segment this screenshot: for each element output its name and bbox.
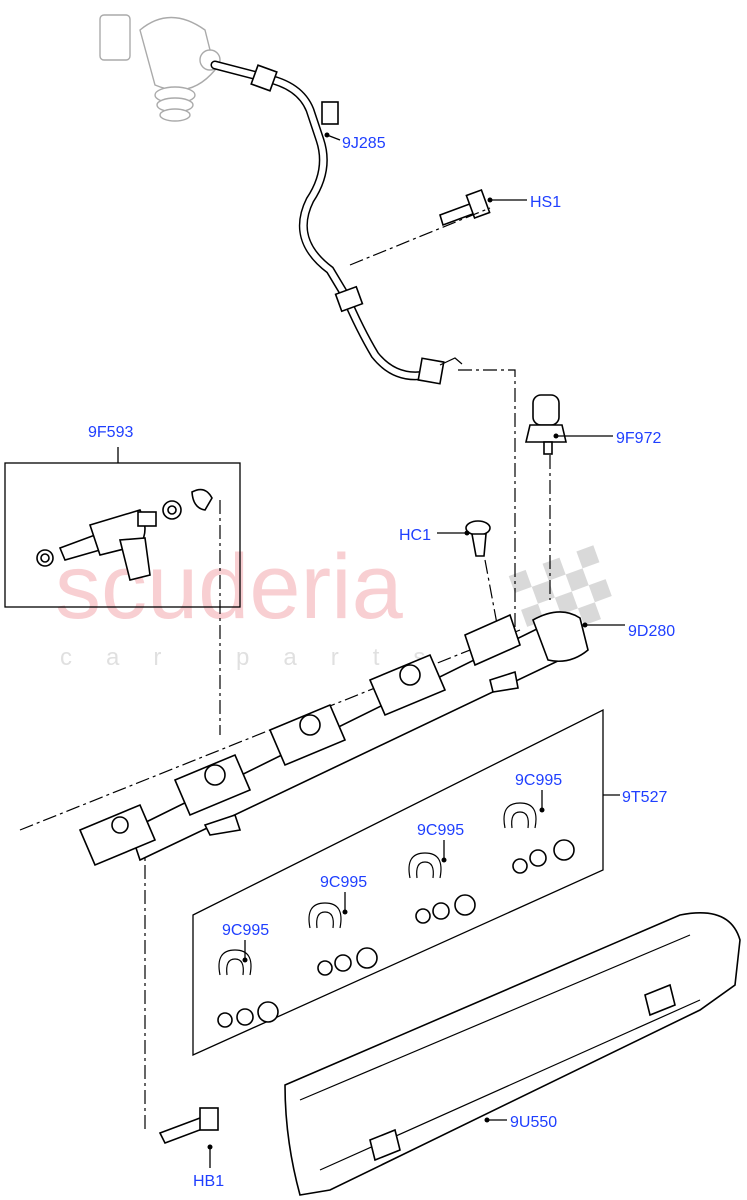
callout-9u550[interactable]: 9U550: [510, 1114, 557, 1131]
clip-hc1: [465, 520, 491, 557]
callout-9t527[interactable]: 9T527: [622, 789, 667, 806]
callout-labels: 9J285 HS1 9F593 9F972 HC1 9D280 9T527 9C…: [88, 135, 675, 1190]
watermark-brand: scuderia: [55, 536, 404, 638]
callout-hs1[interactable]: HS1: [530, 194, 561, 211]
callout-9j285[interactable]: 9J285: [342, 135, 386, 152]
callout-9f972[interactable]: 9F972: [616, 430, 661, 447]
seal-kit-box: [192, 708, 604, 1057]
clip-set: [217, 802, 575, 1028]
callout-9c995-1[interactable]: 9C995: [222, 922, 269, 939]
leader-lines: [207, 132, 625, 1168]
fuel-pipe: [210, 60, 463, 385]
heat-shield: [284, 911, 741, 1196]
pressure-sensor: [524, 394, 568, 455]
callout-hb1[interactable]: HB1: [193, 1173, 224, 1190]
callout-9d280[interactable]: 9D280: [628, 623, 675, 640]
injector-kit-box: [4, 447, 241, 608]
callout-9c995-3[interactable]: 9C995: [417, 822, 464, 839]
callout-9c995-2[interactable]: 9C995: [320, 874, 367, 891]
fuel-pump: [99, 14, 221, 122]
callout-hc1[interactable]: HC1: [399, 527, 431, 544]
callout-9c995-4[interactable]: 9C995: [515, 772, 562, 789]
fuel-rail: [78, 611, 589, 867]
bolt-hb1: [158, 1107, 219, 1145]
callout-9f593[interactable]: 9F593: [88, 424, 133, 441]
bolt-hs1: [439, 188, 491, 227]
watermark-tagline: car parts: [60, 644, 459, 671]
